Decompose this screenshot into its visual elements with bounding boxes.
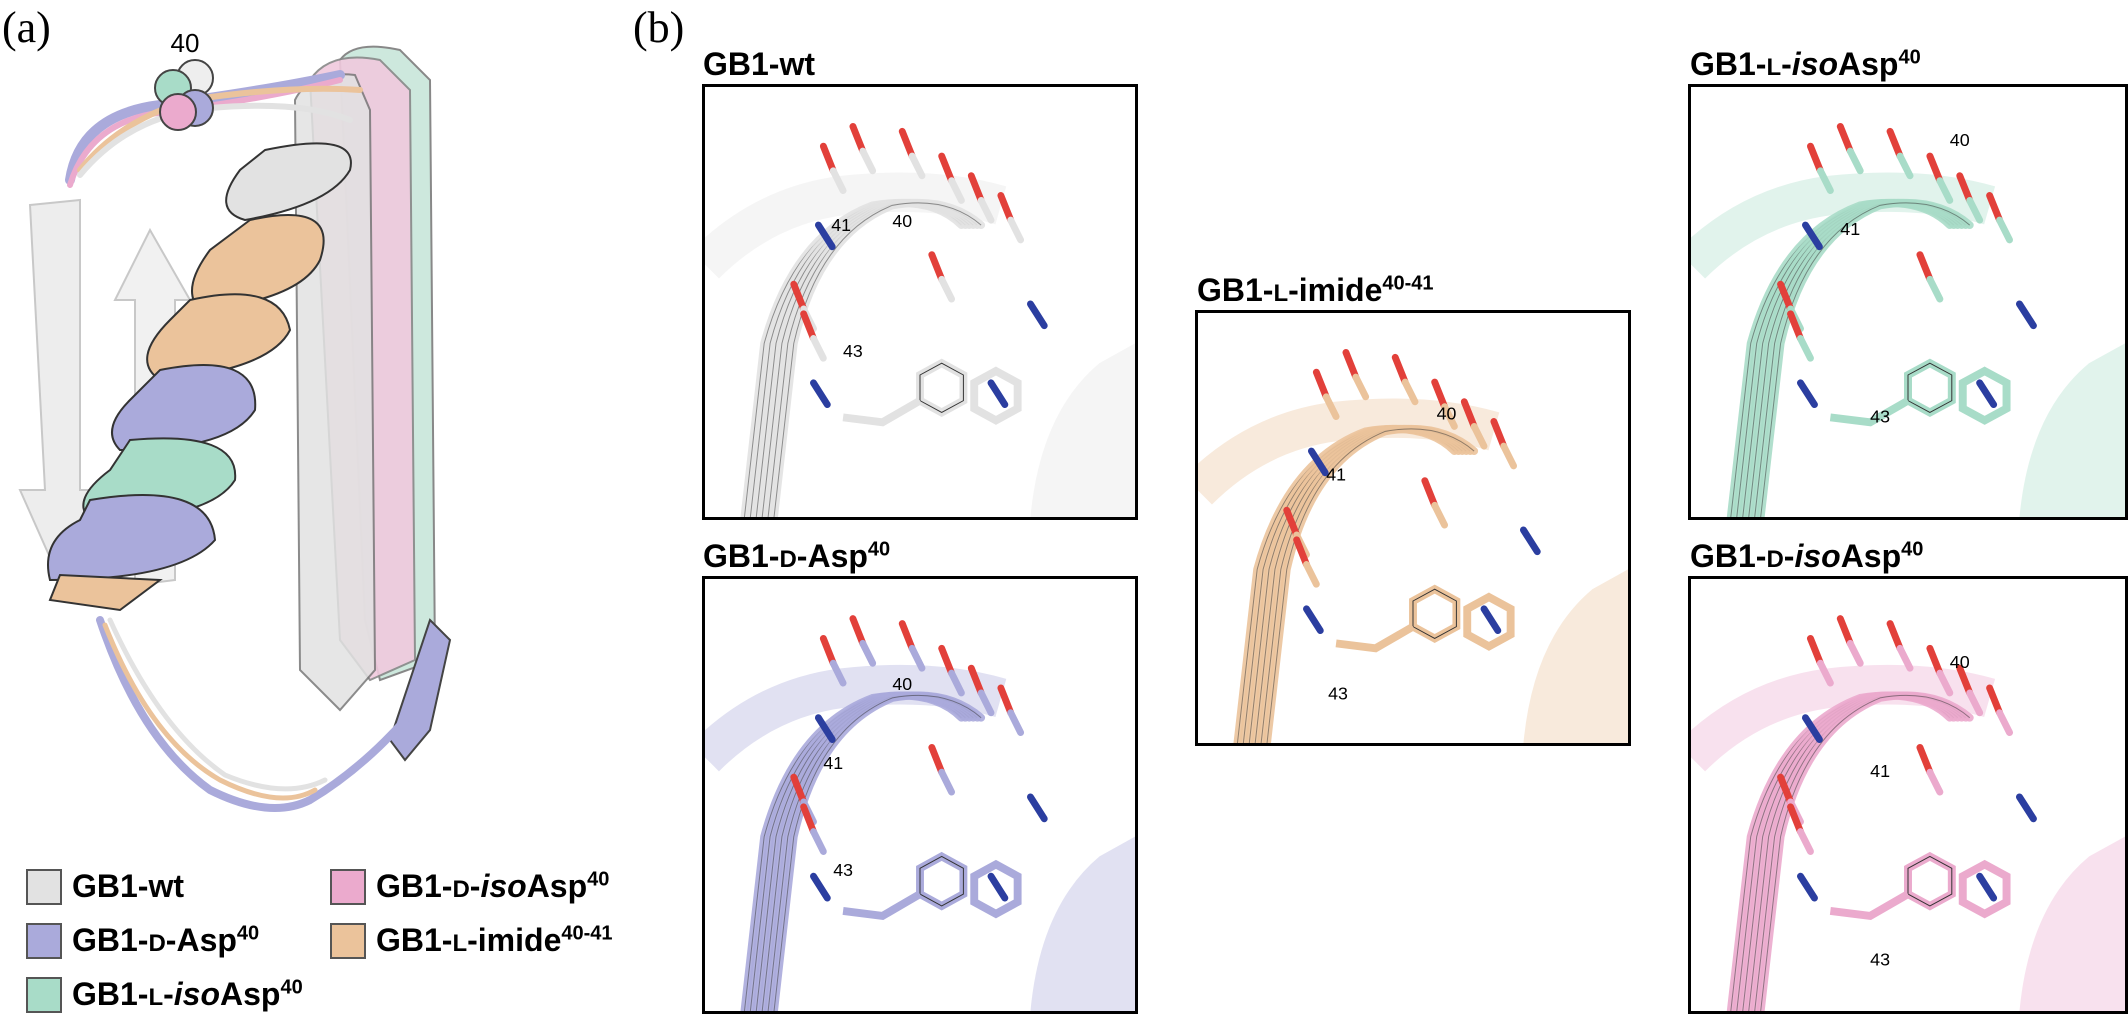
legend-swatch-wt <box>26 868 62 905</box>
legend-label: GB1-D-isoAsp40 <box>376 868 610 904</box>
legend-label: GB1-wt <box>72 868 184 904</box>
alpha-helix <box>47 142 352 612</box>
residue-40-spheres <box>154 59 214 131</box>
stick-model-d_asp: 40 41 43 <box>705 615 1135 1011</box>
panel-a-letter: (a) <box>2 3 51 52</box>
legend-item-gb1-d-asp: GB1-D-Asp40 <box>26 922 259 959</box>
panel-title-l-imide: GB1-L-imide40-41 <box>1197 272 1434 308</box>
panel-title-d-asp: GB1-D-Asp40 <box>703 538 891 574</box>
legend-item-gb1-l-imide: GB1-L-imide40-41 <box>330 922 613 959</box>
protein-ribbon-overlay: 40 <box>10 20 510 840</box>
legend-swatch-l-isoasp <box>26 976 62 1013</box>
panel-title-d-isoasp: GB1-D-isoAsp40 <box>1690 538 1924 574</box>
structure-box-l-imide: 40 41 43 <box>1195 310 1631 746</box>
residue-label: 41 <box>831 215 851 235</box>
legend-item-gb1-d-isoasp: GB1-D-isoAsp40 <box>330 868 609 905</box>
residue-label: 40 <box>1950 652 1970 672</box>
residue-label: 41 <box>1840 219 1860 239</box>
panel-title-wt: GB1-wt <box>703 46 815 82</box>
legend-label: GB1-L-isoAsp40 <box>72 976 303 1012</box>
legend-item-gb1-wt: GB1-wt <box>26 868 184 905</box>
stick-model-l_isoasp: 40 41 43 <box>1691 122 2125 517</box>
residue-label: 40 <box>892 674 912 694</box>
residue-label: 43 <box>1870 949 1890 969</box>
structure-box-wt: 41 40 43 <box>702 84 1138 520</box>
residue-label: 43 <box>1328 684 1348 704</box>
legend-label: GB1-L-imide40-41 <box>376 922 613 958</box>
residue-label: 41 <box>823 753 843 773</box>
residue-label: 41 <box>1326 465 1346 485</box>
residue-label: 43 <box>1870 406 1890 426</box>
panel-title-l-isoasp: GB1-L-isoAsp40 <box>1690 46 1921 82</box>
panel-b-letter: (b) <box>633 3 685 52</box>
stick-model-d_isoasp: 40 41 43 <box>1691 615 2125 1011</box>
legend-label: GB1-D-Asp40 <box>72 922 260 958</box>
stick-model-wt: 41 40 43 <box>705 122 1135 517</box>
residue-label: 40 <box>1437 404 1457 424</box>
structure-box-d-asp: 40 41 43 <box>702 576 1138 1014</box>
structure-box-d-isoasp: 40 41 43 <box>1688 576 2128 1014</box>
residue-label: 40 <box>1950 130 1970 150</box>
bottom-loop <box>96 616 409 812</box>
legend-swatch-l-imide <box>330 922 366 959</box>
stick-model-l_imide: 40 41 43 <box>1198 348 1628 743</box>
residue-40-label: 40 <box>171 28 200 58</box>
residue-label: 40 <box>892 211 912 231</box>
residue-label: 41 <box>1870 761 1890 781</box>
legend-swatch-d-asp <box>26 922 62 959</box>
residue-label: 43 <box>843 341 863 361</box>
legend-swatch-d-isoasp <box>330 868 366 905</box>
structure-box-l-isoasp: 40 41 43 <box>1688 84 2128 520</box>
residue-label: 43 <box>833 860 853 880</box>
legend-item-gb1-l-isoasp: GB1-L-isoAsp40 <box>26 976 303 1013</box>
